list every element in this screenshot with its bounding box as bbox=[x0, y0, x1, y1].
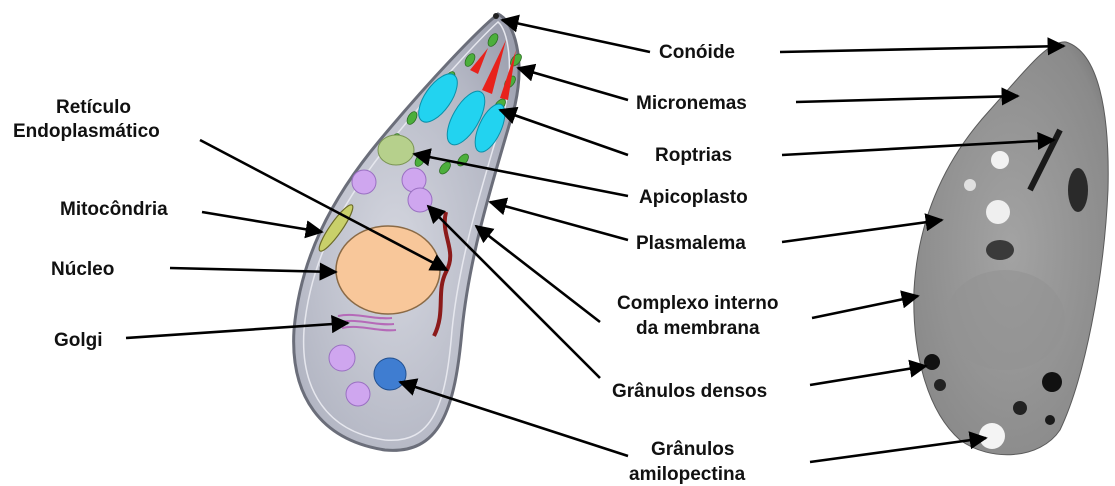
label-granulos-amilo-2: amilopectina bbox=[629, 464, 746, 485]
amylopectin-granule bbox=[374, 358, 406, 390]
label-granulos-amilo-1: Grânulos bbox=[651, 439, 734, 460]
label-micronemas: Micronemas bbox=[636, 93, 747, 114]
label-granulos-densos: Grânulos densos bbox=[612, 381, 767, 402]
label-nucleo: Núcleo bbox=[51, 259, 114, 280]
label-golgi: Golgi bbox=[54, 330, 103, 351]
label-reticulo-2: Endoplasmático bbox=[13, 121, 160, 142]
labels-right: Conóide Micronemas Roptrias Apicoplasto … bbox=[612, 42, 779, 485]
apicoplast bbox=[378, 135, 414, 165]
label-complexo-2: da membrana bbox=[636, 318, 760, 339]
labels-left: Retículo Endoplasmático Mitocôndria Núcl… bbox=[13, 97, 168, 351]
label-plasmalema: Plasmalema bbox=[636, 233, 746, 254]
label-mitocondria: Mitocôndria bbox=[60, 199, 168, 220]
label-conoide: Conóide bbox=[659, 42, 735, 63]
label-roptrias: Roptrias bbox=[655, 145, 732, 166]
label-reticulo-1: Retículo bbox=[56, 97, 131, 118]
conoid bbox=[493, 13, 499, 19]
micrograph bbox=[914, 42, 1108, 455]
label-complexo-1: Complexo interno bbox=[617, 293, 779, 314]
label-apicoplasto: Apicoplasto bbox=[639, 187, 748, 208]
